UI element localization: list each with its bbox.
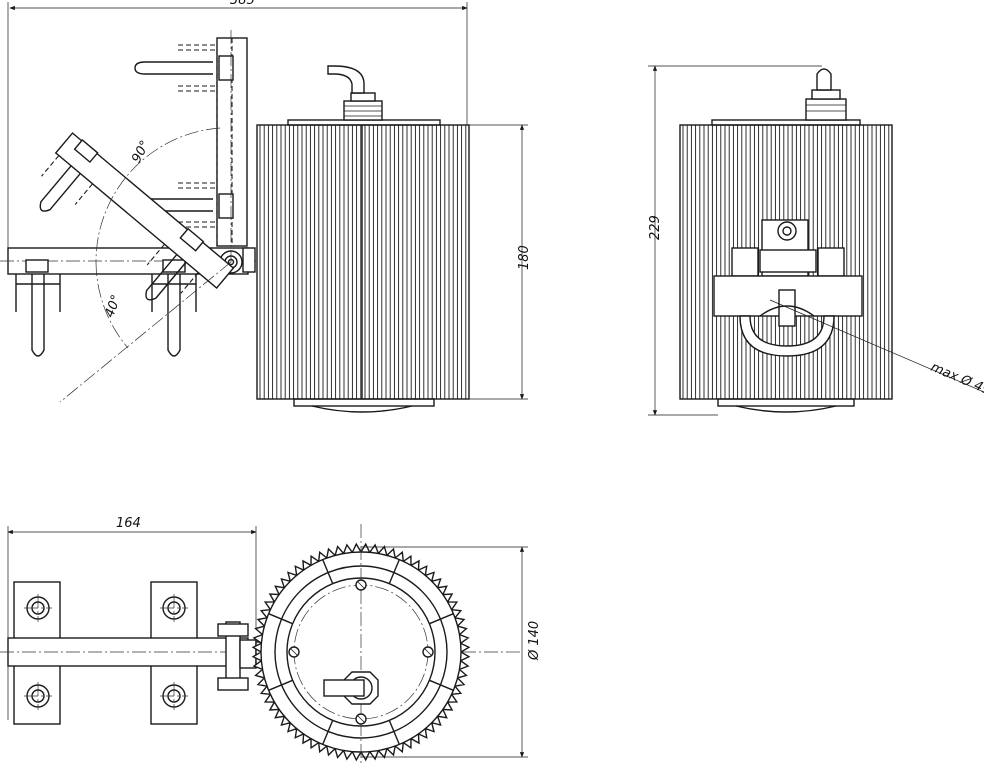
heatsink-rib <box>388 559 400 584</box>
angle-arc-90 <box>95 127 221 263</box>
heatsink-rib <box>388 720 400 745</box>
cable-gland-side <box>327 65 383 121</box>
dim-overall-height: 229 <box>648 215 663 240</box>
lamp-body-top <box>251 524 471 764</box>
heatsink-rib <box>429 613 454 625</box>
bolt-nuts <box>24 594 188 710</box>
screws <box>288 579 434 725</box>
dim-diameter: Ø 140 <box>527 621 542 661</box>
mounting-bracket-rotated <box>39 132 235 301</box>
side-view: 385 <box>0 0 532 413</box>
mounting-bracket-vertical <box>134 37 248 247</box>
heatsink-rib <box>322 720 334 745</box>
angle-label-90: 90° <box>129 138 153 165</box>
lamp-body-side <box>256 119 470 413</box>
leader-cable-gland <box>769 299 984 393</box>
heatsink-rib <box>322 559 334 584</box>
heatsink-rib <box>268 613 293 625</box>
front-view: 229 max Ø 49 <box>648 65 984 416</box>
top-view: 164 <box>0 516 542 764</box>
cable-gland-front <box>805 98 847 121</box>
angle-arc-40 <box>95 261 129 349</box>
heatsink-rib <box>268 679 293 691</box>
angle-label-40: 40° <box>102 293 124 320</box>
heatsink-rib <box>429 679 454 691</box>
dim-bracket-length: 164 <box>116 516 141 531</box>
dim-top-overall: 385 <box>230 0 255 8</box>
dim-cable-gland: max Ø 49 <box>928 360 984 399</box>
dim-body-height: 180 <box>517 245 532 270</box>
